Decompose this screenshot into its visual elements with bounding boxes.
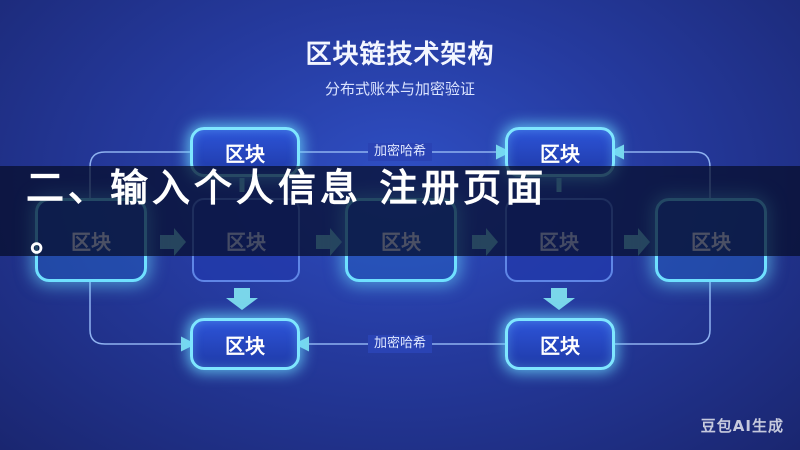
bottom-right-curve <box>615 280 711 345</box>
block-label: 区块 <box>225 141 265 166</box>
caption-text: 二、输入个人信息 注册页面 <box>26 165 548 210</box>
down-arrow-left <box>226 288 258 310</box>
diagram-subtitle: 分布式账本与加密验证 <box>324 80 475 98</box>
block-label: 区块 <box>540 333 580 358</box>
down-arrow-right <box>543 288 575 310</box>
block-label: 区块 <box>540 141 580 166</box>
ai-watermark: 豆包AI生成 <box>700 417 784 435</box>
edge-label-top: 加密哈希 <box>368 143 433 161</box>
caption-trailing-mark: 。 <box>30 220 64 260</box>
caption-banner <box>0 166 800 256</box>
diagram-title: 区块链技术架构 <box>305 40 495 70</box>
block-bottom-right: 区块 <box>505 318 615 370</box>
block-bottom-left: 区块 <box>190 318 300 370</box>
edge-label-bottom: 加密哈希 <box>368 335 433 353</box>
bottom-left-curve <box>89 280 196 352</box>
block-label: 区块 <box>225 333 265 358</box>
